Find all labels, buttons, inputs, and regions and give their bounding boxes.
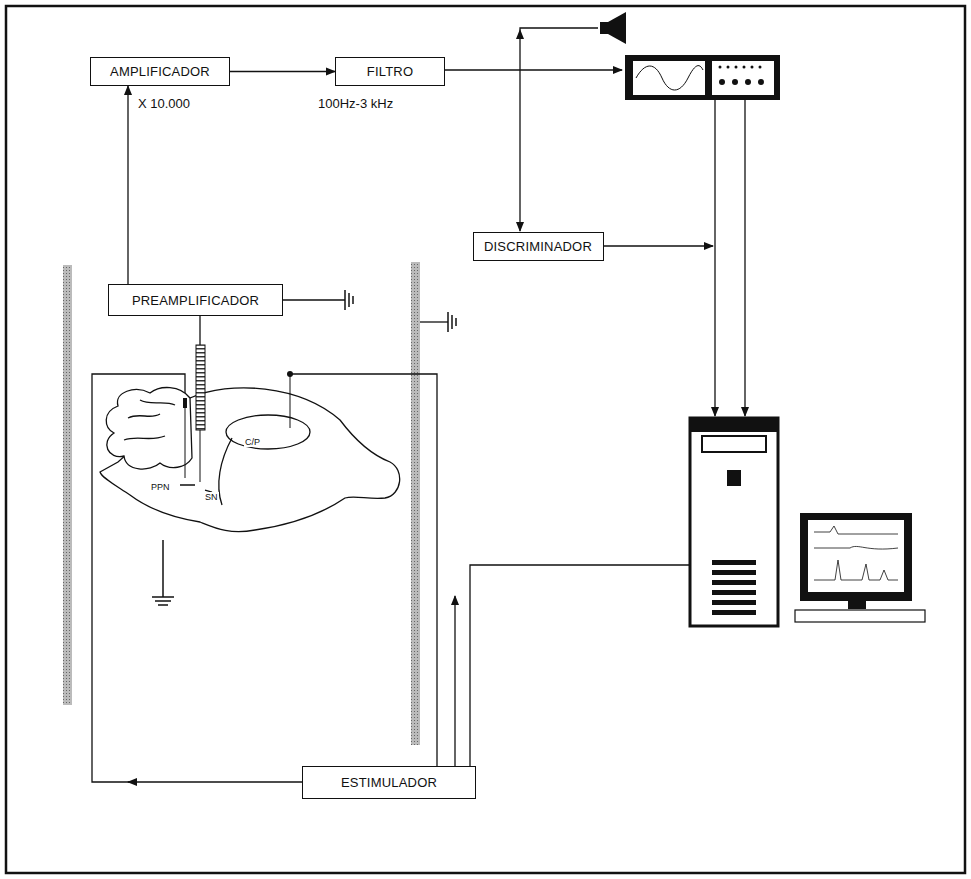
signal-wire: [92, 28, 745, 782]
computer-tower: [712, 580, 756, 585]
structure-label: PPN: [150, 482, 171, 492]
computer-tower: [712, 600, 756, 605]
oscilloscope: [712, 61, 774, 95]
gain-label: X 10.000: [138, 96, 190, 111]
box-label: AMPLIFICADOR: [110, 64, 210, 79]
amplifier-box: AMPLIFICADOR: [90, 57, 230, 86]
signal-wire: [598, 245, 713, 246]
signal-wire: [519, 30, 520, 70]
computer-tower: [712, 590, 756, 595]
computer-monitor: [795, 610, 925, 622]
computer-tower: [690, 418, 778, 432]
electrode: [183, 345, 293, 482]
signal-wire: [128, 781, 302, 782]
bandwidth-label: 100Hz-3 kHz: [318, 96, 393, 111]
structure-label: SN: [204, 492, 219, 502]
discriminator-box: DISCRIMINADOR: [473, 232, 604, 261]
ground-symbol: [344, 290, 346, 310]
computer-tower: [712, 560, 756, 565]
electrode: [196, 345, 205, 430]
oscilloscope: [633, 61, 705, 95]
ground-symbol: [162, 540, 164, 597]
computer-tower: [690, 418, 778, 626]
oscilloscope: [735, 66, 738, 69]
rat-brain: [100, 388, 400, 532]
box-label: FILTRO: [367, 64, 413, 79]
rat-brain: [180, 485, 212, 492]
signal-wire: [445, 69, 622, 70]
computer-monitor: [800, 513, 912, 601]
speaker-icon: [600, 12, 626, 44]
outer-frame: [6, 6, 965, 873]
computer-tower: [712, 610, 756, 615]
computer-tower: [712, 560, 756, 615]
speaker-icon: [600, 22, 608, 34]
ground-symbol: [455, 318, 457, 326]
rat-brain: [106, 388, 192, 470]
signal-wire: [744, 100, 745, 416]
computer-tower: [690, 418, 778, 626]
ground-symbol: [352, 296, 354, 304]
oscilloscope: [625, 55, 780, 100]
structure-label: C/P: [244, 437, 261, 447]
ground-symbol: [155, 600, 171, 602]
box-label: PREAMPLIFICADOR: [132, 293, 259, 308]
signal-wire: [470, 565, 690, 766]
computer-monitor: [814, 526, 898, 534]
computer-tower: [702, 436, 766, 452]
computer-monitor: [848, 601, 866, 609]
ground-symbol: [158, 604, 168, 606]
box-label: ESTIMULADOR: [341, 775, 437, 790]
signal-wire: [520, 28, 598, 30]
computer-monitor: [814, 546, 898, 549]
computer-monitor: [814, 560, 898, 580]
rat-brain: [226, 415, 310, 449]
oscilloscope: [719, 79, 725, 85]
computer-tower: [727, 470, 741, 486]
ground-symbol: [348, 293, 350, 307]
oscilloscope: [719, 66, 722, 69]
signal-wire: [199, 316, 200, 345]
signal-wire: [454, 596, 455, 766]
box-label: DISCRIMINADOR: [484, 239, 592, 254]
filter-box: FILTRO: [335, 57, 445, 86]
oscilloscope: [759, 66, 762, 69]
oscilloscope: [743, 66, 746, 69]
oscilloscope: [751, 66, 754, 69]
oscilloscope: [745, 79, 751, 85]
signal-arrow: [127, 86, 128, 284]
ground-symbol: [152, 596, 174, 598]
signal-wire: [519, 70, 520, 231]
signal-arrow: [230, 71, 335, 72]
signal-wire: [714, 100, 715, 416]
electrode: [290, 374, 291, 428]
electrode: [200, 430, 201, 482]
oscilloscope: [636, 66, 703, 90]
signal-wire: [283, 299, 345, 300]
computer-monitor: [795, 513, 925, 622]
speaker-icon: [608, 12, 626, 44]
electrode: [185, 408, 186, 478]
oscilloscope: [625, 55, 780, 100]
computer-monitor: [808, 520, 904, 592]
stimulator-box: ESTIMULADOR: [302, 766, 476, 799]
faraday-shield: [411, 262, 420, 745]
oscilloscope: [719, 66, 765, 86]
oscilloscope: [758, 79, 764, 85]
rat-brain: [124, 400, 175, 440]
oscilloscope: [732, 79, 738, 85]
electrode: [183, 398, 187, 408]
signal-wire: [420, 321, 448, 322]
computer-tower: [712, 570, 756, 575]
faraday-shield: [63, 265, 72, 705]
ground-symbol: [447, 312, 449, 332]
ground-symbol: [451, 315, 453, 329]
rat-brain: [219, 438, 232, 505]
oscilloscope: [727, 66, 730, 69]
computer-monitor: [814, 526, 898, 580]
preamplifier-box: PREAMPLIFICADOR: [108, 284, 283, 316]
rat-brain: [100, 388, 400, 532]
